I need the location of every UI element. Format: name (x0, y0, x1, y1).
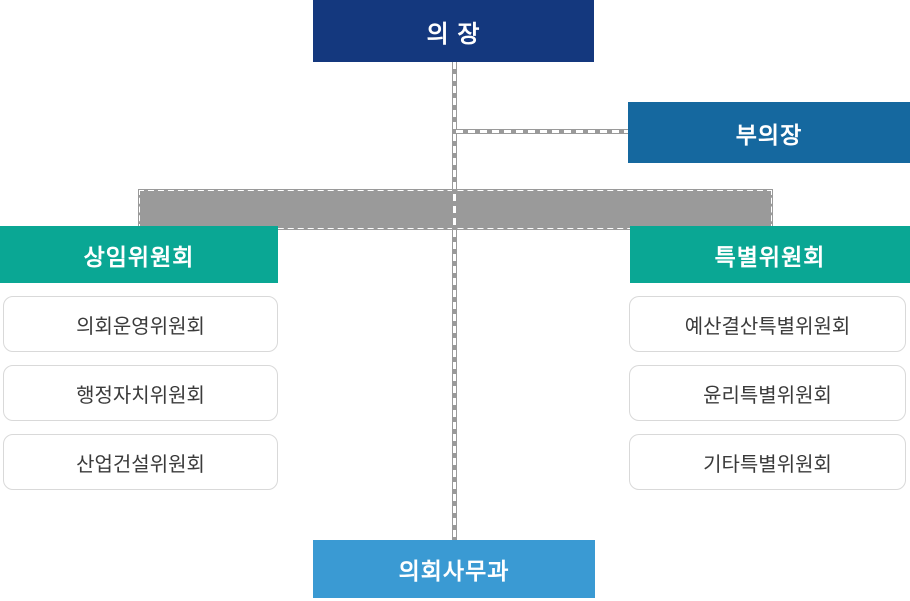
special-committee-header: 특별위원회 (630, 226, 910, 283)
committee-item-administration-autonomy: 행정자치위원회 (3, 365, 278, 421)
committee-item-budget-settlement: 예산결산특별위원회 (629, 296, 906, 352)
committee-item-council-operation: 의회운영위원회 (3, 296, 278, 352)
committee-item-other-special: 기타특별위원회 (629, 434, 906, 490)
standing-committee-header: 상임위원회 (0, 226, 278, 283)
vice-chairman-connector-line (456, 129, 628, 134)
vice-chairman-box: 부의장 (628, 102, 910, 163)
committee-item-ethics: 윤리특별위원회 (629, 365, 906, 421)
committee-item-industry-construction: 산업건설위원회 (3, 434, 278, 490)
secretariat-box: 의회사무과 (313, 540, 595, 598)
chairman-box: 의 장 (313, 0, 594, 62)
vertical-connector-line (452, 62, 457, 540)
